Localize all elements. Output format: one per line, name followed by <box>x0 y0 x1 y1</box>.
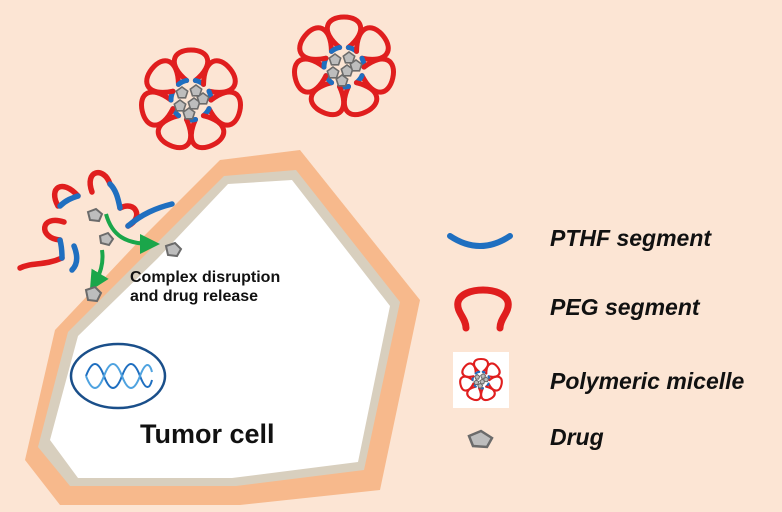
drug-icon <box>182 107 196 120</box>
peg-segment <box>354 25 391 62</box>
tumor-cell: Tumor cell <box>25 150 420 505</box>
drug-icon <box>474 373 481 380</box>
pthf-segment <box>125 201 175 229</box>
peg-segment <box>461 362 477 378</box>
cell-cytoplasm <box>50 180 390 478</box>
peg-segment <box>297 25 334 62</box>
peg-segment <box>41 217 67 243</box>
annotation-line-1: Complex disruption <box>130 269 280 286</box>
drug-icon <box>477 382 484 389</box>
micelle-icon <box>459 357 503 402</box>
pthf-segment <box>57 193 81 209</box>
drug-icon <box>173 99 187 112</box>
pthf-segment-icon <box>447 233 513 249</box>
drug-icon <box>467 429 494 449</box>
peg-segment-icon <box>454 286 512 332</box>
legend-item-pthf: PTHF segment <box>447 225 712 251</box>
drug-icon <box>196 92 210 105</box>
legend-label-peg: PEG segment <box>550 294 701 320</box>
drug-icon <box>98 231 115 247</box>
pthf-segment <box>175 77 190 87</box>
peg-segment <box>17 255 65 271</box>
pthf-segment <box>328 44 343 54</box>
drug-icon <box>326 66 340 79</box>
legend-item-micelle: Polymeric micelle <box>453 352 745 408</box>
drug-icon <box>175 86 189 99</box>
drug-icon <box>84 285 103 303</box>
drug-icon <box>86 207 104 223</box>
peg-segment <box>201 58 238 95</box>
legend-label-pthf: PTHF segment <box>550 225 712 251</box>
nucleus <box>69 342 167 410</box>
dna-strand-icon <box>85 363 153 389</box>
drug-icon <box>164 241 183 258</box>
nucleus-outline <box>69 342 167 410</box>
drug-icon <box>189 84 203 97</box>
drug-icon <box>342 51 356 64</box>
peg-segment <box>51 183 81 209</box>
release-arrow <box>89 249 109 291</box>
drug-icon <box>328 53 342 66</box>
legend-label-micelle: Polymeric micelle <box>550 368 745 394</box>
drug-icon <box>480 373 487 379</box>
pthf-segment <box>107 181 123 211</box>
pthf-segment <box>474 370 481 375</box>
legend-label-drug: Drug <box>550 424 604 450</box>
polymeric-micelle <box>139 47 243 151</box>
peg-segment <box>87 170 113 195</box>
legend-item-peg: PEG segment <box>454 286 701 332</box>
pthf-segment <box>69 243 80 273</box>
drug-icon <box>335 74 349 87</box>
disrupted-micelle <box>17 170 175 273</box>
peg-segment <box>139 89 176 128</box>
peg-segment <box>292 56 329 95</box>
legend-item-drug: Drug <box>467 424 604 450</box>
release-arrow <box>104 213 160 254</box>
drug-icon <box>483 376 490 383</box>
pthf-segment <box>57 237 65 261</box>
legend: PTHF segment PEG segment Polymeric micel… <box>447 225 745 450</box>
polymeric-micelle <box>292 14 396 118</box>
annotation-line-2: and drug release <box>130 288 258 305</box>
peg-segment <box>144 58 181 95</box>
cell-label: Tumor cell <box>140 419 275 449</box>
drug-icon <box>473 379 480 386</box>
drug-icon <box>349 59 363 72</box>
